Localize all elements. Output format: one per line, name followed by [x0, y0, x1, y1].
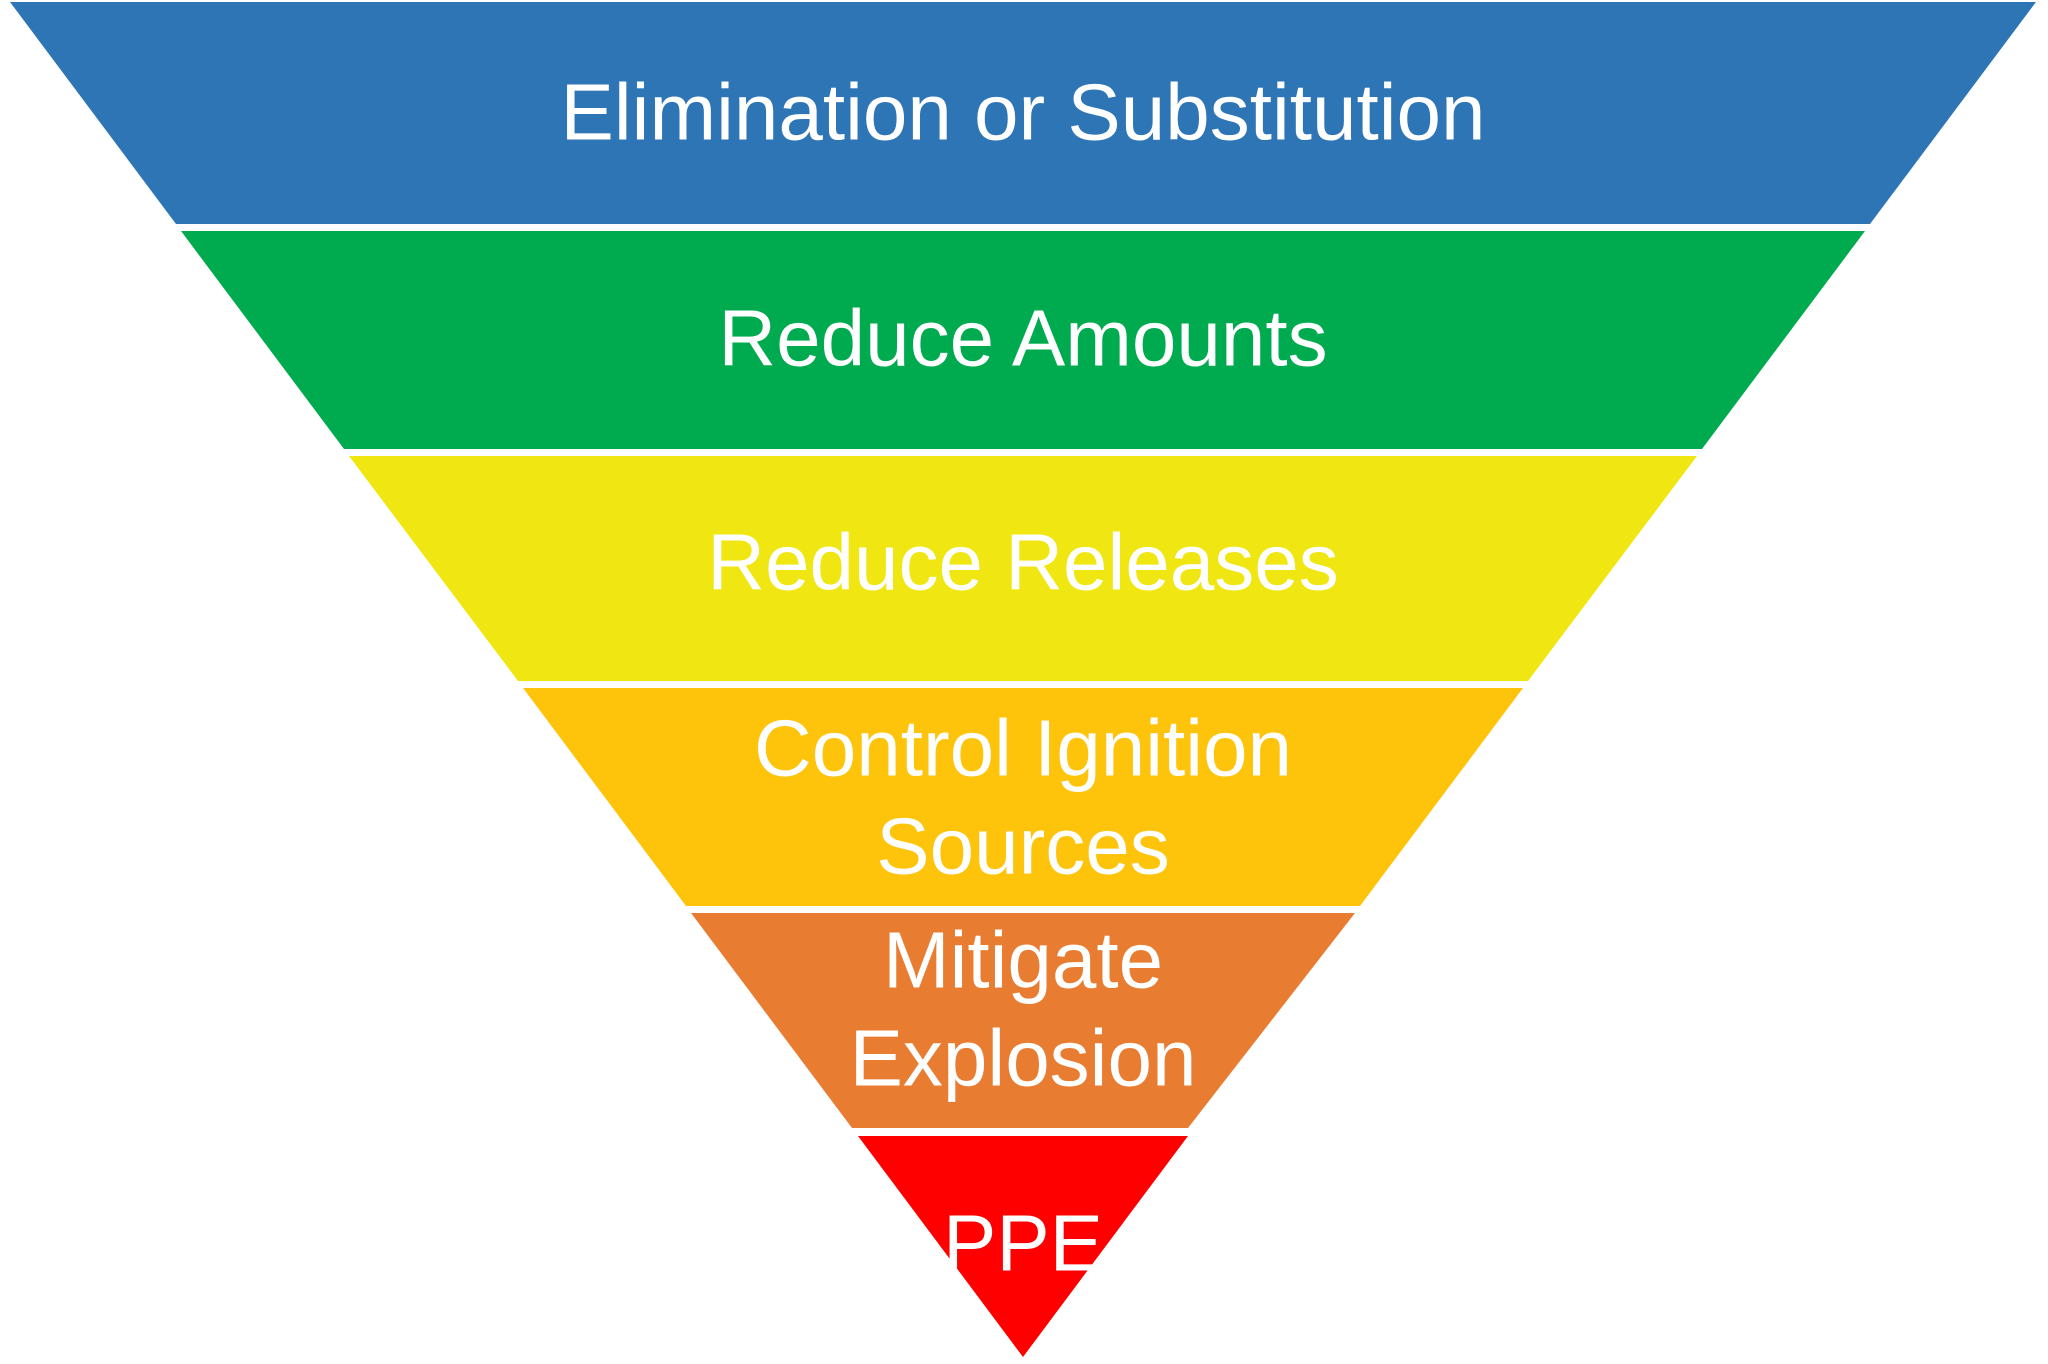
band-reduce-releases-label: Reduce Releases [707, 518, 1338, 607]
band-mitigate-explosion-label-line2: Explosion [850, 1014, 1197, 1103]
band-elimination-or-substitution-shape [10, 2, 2036, 224]
band-control-ignition-sources-shape [523, 688, 1523, 906]
band-control-ignition-sources-label-line2: Sources [876, 802, 1169, 891]
band-reduce-releases-shape [349, 456, 1697, 681]
band-control-ignition-sources-label-line1: Control Ignition [754, 704, 1292, 793]
band-mitigate-explosion-shape [691, 913, 1355, 1128]
band-reduce-amounts-shape [181, 231, 1865, 449]
band-elimination-or-substitution-label: Elimination or Substitution [561, 68, 1486, 157]
band-ppe-label: PPE [943, 1199, 1103, 1288]
band-reduce-amounts-label: Reduce Amounts [718, 294, 1327, 383]
band-ppe-shape [858, 1136, 1188, 1357]
band-mitigate-explosion-label-line1: Mitigate [883, 916, 1163, 1005]
